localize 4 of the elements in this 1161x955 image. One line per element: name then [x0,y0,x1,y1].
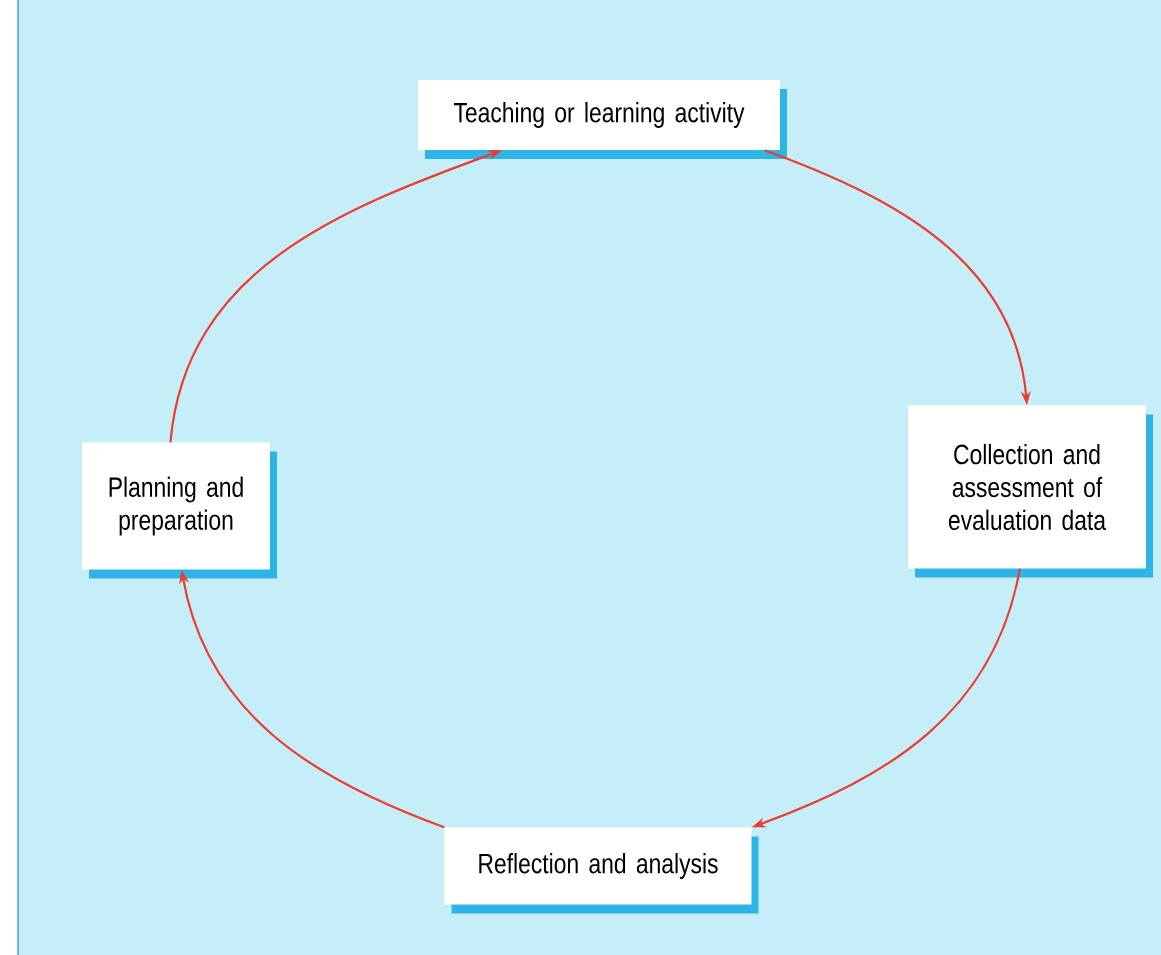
process-box: Reflection and analysis [444,827,759,914]
process-box: Planning and preparation [82,442,277,579]
process-box: Collection and assessment of evaluation data [908,405,1153,578]
process-box: Teaching or learning activity [418,80,787,159]
